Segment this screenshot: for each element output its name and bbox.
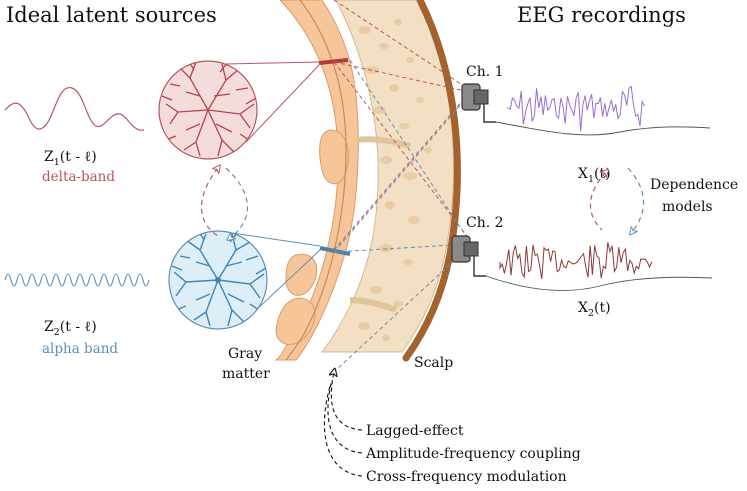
electrode-ch1-icon — [461, 83, 496, 123]
signal-2-label: X2(t) — [578, 300, 611, 319]
source-dependence-arrow-up — [200, 168, 219, 237]
alpha-wave — [4, 273, 150, 287]
scalp-layer — [402, 0, 461, 362]
dependence-models-line2: models — [662, 199, 713, 215]
eeg-signal-ch2 — [485, 242, 713, 291]
heading-eeg-recordings: EEG recordings — [517, 3, 686, 27]
channel-dependence-arrow-down — [627, 167, 645, 232]
channel-1-label: Ch. 1 — [466, 64, 504, 80]
source-1-band: delta-band — [42, 169, 115, 185]
head-cross-section — [274, 0, 461, 362]
source-2-band: alpha band — [42, 341, 118, 357]
gyrus-1 — [319, 129, 349, 185]
delta-wave — [4, 87, 145, 131]
heading-latent-sources: Ideal latent sources — [6, 3, 217, 27]
electrode-ch2-icon — [451, 235, 486, 277]
dependence-models-line1: Dependence — [650, 177, 738, 193]
scalp-label: Scalp — [414, 355, 453, 371]
gray-matter-label-2: matter — [222, 366, 270, 382]
eeg-signal-ch1 — [495, 85, 711, 136]
source-dependence-arrow-down — [225, 167, 249, 238]
effect-amplitude-frequency: Amplitude-frequency coupling — [365, 446, 581, 462]
projection-lines — [333, 0, 471, 371]
neuron-circle-alpha — [168, 230, 268, 330]
source-1-patch — [318, 58, 349, 65]
source-2-label: Z2(t - ℓ) — [44, 319, 97, 338]
effects-arrows — [323, 372, 363, 477]
source-1-label: Z1(t - ℓ) — [44, 149, 97, 168]
channel-2-label: Ch. 2 — [466, 215, 504, 231]
gray-matter-label-1: Gray — [228, 346, 262, 362]
signal-1-label: X1(t) — [578, 166, 611, 185]
effect-lagged: Lagged-effect — [366, 423, 464, 439]
effect-cross-frequency: Cross-frequency modulation — [366, 469, 567, 485]
gyrus-2 — [285, 253, 318, 296]
neuron-circle-delta — [158, 60, 258, 160]
